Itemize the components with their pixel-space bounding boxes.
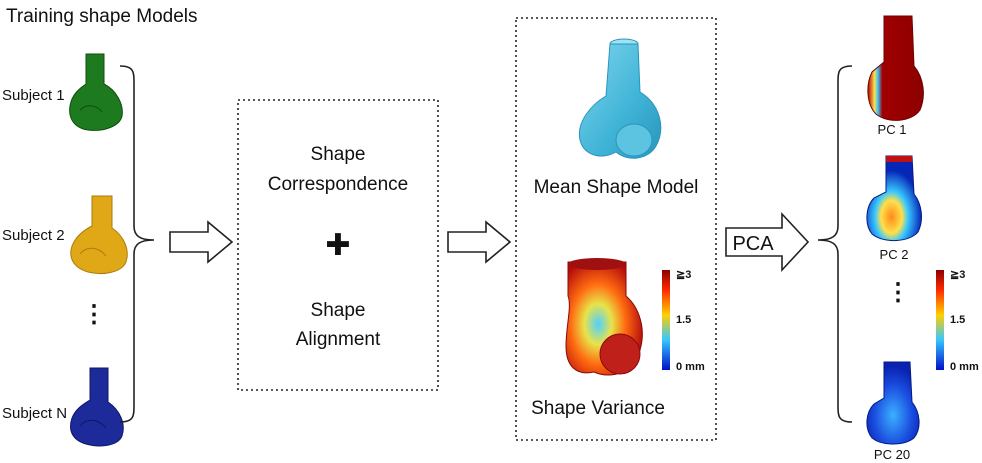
model-box [515, 17, 717, 441]
colorbar-pca-mid: 1.5 [950, 314, 965, 326]
colorbar-model-top: ≧3 [676, 269, 691, 281]
colorbar-pca-bottom: 0 mm [950, 361, 979, 373]
colorbar-pca-top: ≧3 [950, 269, 965, 281]
pc2-bone [866, 155, 922, 241]
colorbar-model [662, 270, 670, 370]
arrow-to-model [447, 220, 512, 264]
right-brace [817, 65, 853, 423]
subject-label-1: Subject 1 [2, 87, 65, 104]
process-line-1: Shape [311, 144, 366, 165]
plus-icon: ✚ [325, 229, 350, 262]
pca-arrow [725, 211, 810, 273]
colorbar-model-mid: 1.5 [676, 314, 691, 326]
pc-label-1: PC 1 [878, 122, 907, 137]
subject-ellipsis: ⋮ [82, 301, 106, 328]
arrow-to-process [169, 220, 234, 264]
pc20-bone [866, 361, 920, 445]
subject-n-bone [70, 367, 124, 447]
subject-2-bone [70, 195, 128, 275]
process-line-4: Alignment [296, 329, 381, 350]
pc-ellipsis: ⋮ [886, 279, 910, 306]
mean-shape-bone [578, 38, 662, 159]
pc1-bone [867, 15, 924, 121]
variance-shape-bone [565, 258, 643, 376]
subject-label-n: Subject N [2, 405, 67, 422]
subject-1-bone [69, 53, 123, 131]
process-line-2: Correspondence [268, 174, 408, 195]
colorbar-model-bottom: 0 mm [676, 361, 705, 373]
training-title: Training shape Models [6, 6, 198, 27]
subject-label-2: Subject 2 [2, 227, 65, 244]
process-box [237, 99, 439, 391]
pc-label-2: PC 2 [880, 247, 909, 262]
left-brace [119, 65, 155, 423]
pc-label-20: PC 20 [874, 447, 910, 462]
variance-label: Shape Variance [531, 398, 665, 419]
mean-shape-label: Mean Shape Model [534, 177, 699, 198]
colorbar-pca [936, 270, 944, 370]
process-line-3: Shape [311, 300, 366, 321]
pca-label: PCA [732, 233, 774, 255]
